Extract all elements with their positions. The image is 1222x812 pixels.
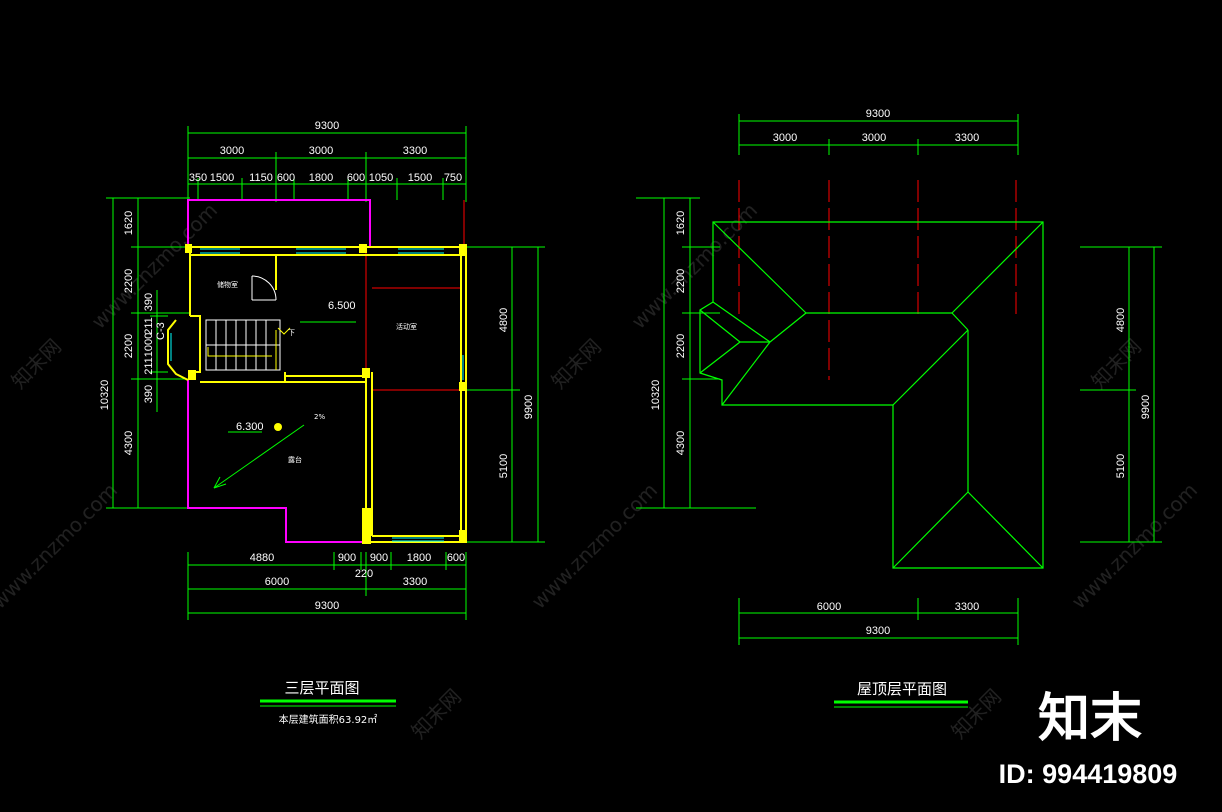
roof-dimension-lines [636,114,1162,645]
stair-down-label: 下 [288,329,295,337]
room-activity-label: 活动室 [396,322,417,331]
drain-point [274,423,282,431]
slope-label: 2% [314,413,325,421]
slope-arrow [213,321,356,489]
watermark-url: www.znzmo.com [1067,478,1203,614]
watermark-url: www.znzmo.com [527,478,663,614]
dim-top-total: 9300 [315,120,339,132]
watermark-cn: 知末网 [1087,334,1146,393]
roof-dim-right-detail: 5100 [1115,454,1127,478]
dim-bottom-detail: 900 [370,552,388,564]
roof-dim-left-detail: 2200 [675,269,687,293]
dim-bottom-detail: 600 [447,552,465,564]
roof-dim-left-total: 10320 [650,380,662,411]
dim-left-total: 10320 [99,380,111,411]
dim-top-detail: 600 [347,172,365,184]
watermark-cn: 知末网 [407,684,466,743]
roof-dim-bottom-total: 9300 [866,625,890,637]
roof-dim-top-total: 9300 [866,108,890,120]
dim-top-detail: 1500 [408,172,432,184]
dim-left-stair: 1000 [143,333,155,357]
roof-dim-top-mid: 3300 [955,132,979,144]
dim-top-mid: 3000 [220,145,244,157]
dim-top-detail: 600 [277,172,295,184]
dim-left-detail: 4300 [123,431,135,455]
roof-dim-right-total: 9900 [1140,395,1152,419]
dim-left-detail: 2200 [123,334,135,358]
dim-top-detail: 750 [444,172,462,184]
room-terrace-label: 露台 [288,455,302,464]
dim-bottom-detail: 4880 [250,552,274,564]
roof-plan: 9300 3000 3000 3300 6000 3300 9300 1620 … [636,108,1162,708]
dim-bottom-mid: 6000 [265,576,289,588]
roof-axis-lines [738,180,1017,380]
dim-top-detail: 1800 [309,172,333,184]
watermark-cn: 知末网 [947,684,1006,743]
roof-dim-left-detail: 1620 [675,211,687,235]
roof-dim-left-detail: 2200 [675,334,687,358]
dim-right-detail: 4800 [498,308,510,332]
dimension-lines-right [466,246,545,543]
room-storage-label: 储物室 [217,280,238,289]
roof-dim-left-detail: 4300 [675,431,687,455]
dim-top-mid: 3300 [403,145,427,157]
roof-hips [699,221,1044,569]
watermark-url: www.znzmo.com [0,478,122,614]
brand-logo: 知末 [1038,689,1142,749]
dim-left-stair: 390 [143,293,155,311]
dim-bottom-extra: 220 [355,568,373,580]
roof-outline [187,199,371,543]
dim-left-stair: 211 [143,357,155,375]
roof-dim-bottom-mid: 6000 [817,601,841,613]
watermark-cn: 知末网 [547,334,606,393]
watermark-cn: 知末网 [7,334,66,393]
windows [170,248,464,542]
watermarks: 知末网 www.znzmo.com www.znzmo.com 知末网 知末网 … [0,198,1202,744]
level-mark: 6.300 [236,421,264,433]
dim-left-stair: 390 [143,385,155,403]
dim-left-detail: 2200 [123,269,135,293]
floor-plan-3: 储物室 活动室 露台 6.500 6.300 2% 下 C-3 9300 300… [99,120,545,726]
wall-columns [185,244,467,544]
roof-dim-bottom-mid: 3300 [955,601,979,613]
plan3-title: 三层平面图 [284,679,359,697]
door-swing [251,275,277,301]
dim-bottom-detail: 900 [338,552,356,564]
plan3-area-note: 本层建筑面积63.92㎡ [279,713,378,726]
dim-top-detail: 1500 [210,172,234,184]
stair-handrail [207,327,291,370]
window-tag: C-3 [155,322,167,340]
dim-bottom-detail: 1800 [407,552,431,564]
roof-dim-right-detail: 4800 [1115,308,1127,332]
dim-top-detail: 1050 [369,172,393,184]
dimension-lines-left [106,197,190,509]
roof-title: 屋顶层平面图 [857,680,947,698]
dimension-lines-bottom [187,552,467,620]
roof-dim-top-mid: 3000 [773,132,797,144]
dim-right-total: 9900 [523,395,535,419]
level-mark: 6.500 [328,300,356,312]
stairs [205,319,281,371]
dim-left-stair: 211 [143,317,155,335]
walls [167,246,467,543]
dim-top-detail: 1150 [249,172,273,184]
dim-bottom-mid: 3300 [403,576,427,588]
dim-left-detail: 1620 [123,211,135,235]
axis-lines [280,200,465,391]
asset-id: ID: 994419809 [999,759,1178,789]
dim-top-detail: 350 [189,172,207,184]
dim-top-mid: 3000 [309,145,333,157]
dim-right-detail: 5100 [498,454,510,478]
dim-bottom-total: 9300 [315,600,339,612]
dimension-lines-top [187,126,467,202]
roof-dim-top-mid: 3000 [862,132,886,144]
